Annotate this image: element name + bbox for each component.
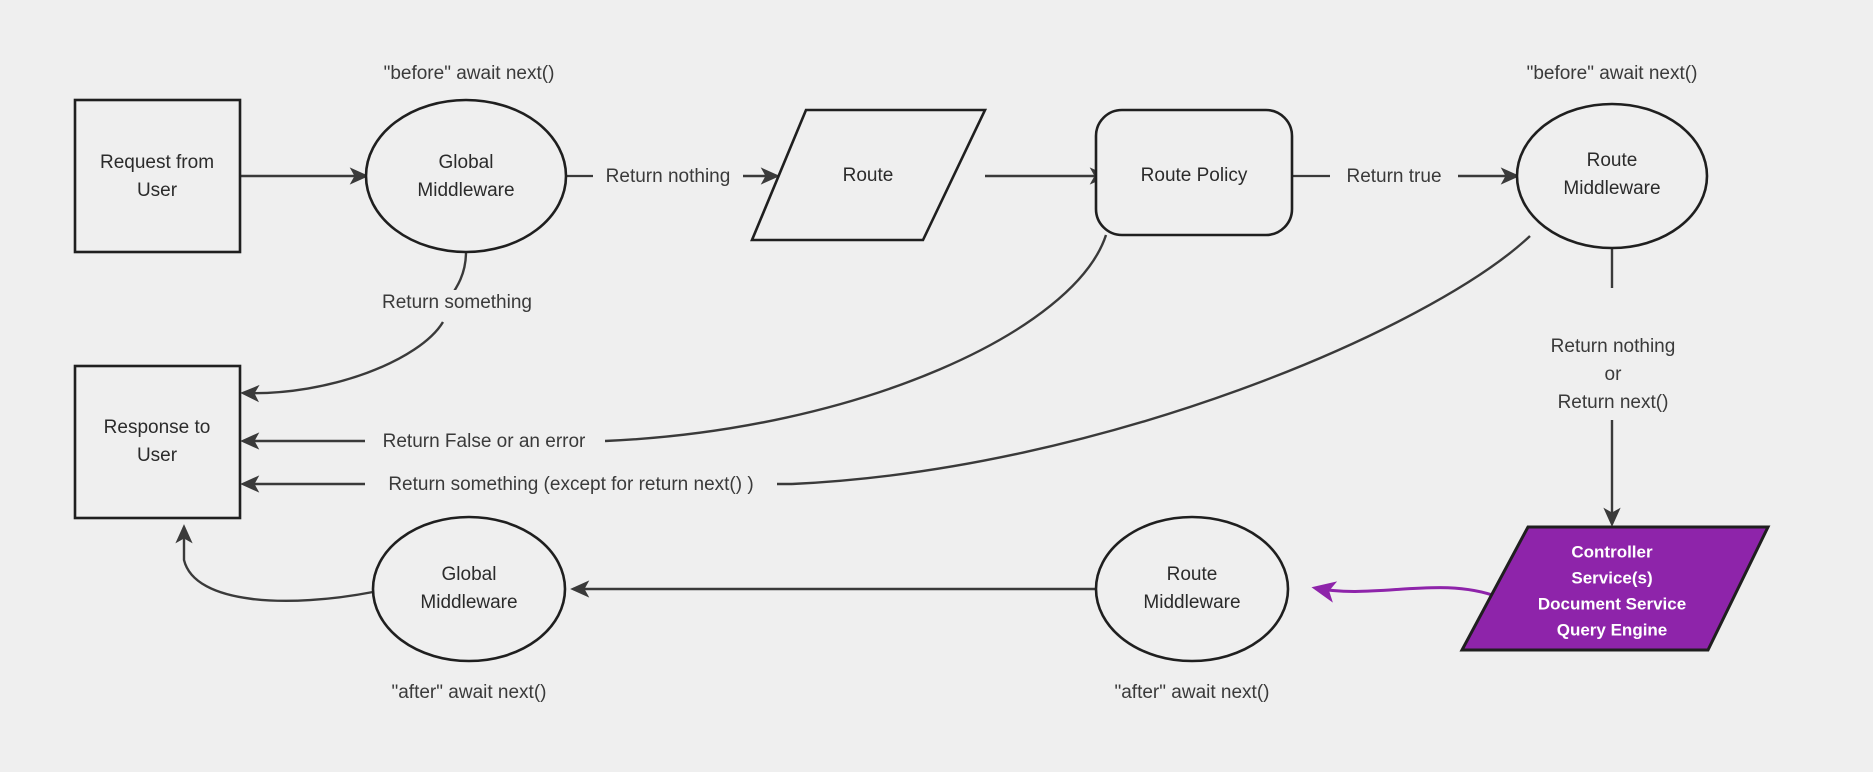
node-route-policy-label: Route Policy — [1141, 165, 1248, 186]
label-bg-return-false — [365, 428, 605, 454]
edge-label-return-nothing-or-next-line2: or — [1605, 364, 1623, 385]
node-controller-services-line2: Service(s) — [1571, 568, 1652, 587]
node-controller-services-line4: Query Engine — [1557, 620, 1668, 639]
node-global-middleware-bottom[interactable] — [371, 515, 567, 663]
node-global-middleware-top-line2: Middleware — [417, 180, 514, 201]
edge-label-return-something-except: Return something (except for return next… — [388, 474, 753, 495]
node-route-middleware-bottom-line1: Route — [1167, 564, 1218, 585]
node-response-to-user-line1: Response to — [104, 417, 211, 438]
edge-label-return-something: Return something — [382, 292, 532, 313]
node-route-middleware-bottom-line2: Middleware — [1143, 592, 1240, 613]
node-route[interactable] — [750, 108, 988, 242]
node-request-from-user-line2: User — [137, 180, 178, 201]
edge-controller-to-route-middleware-purple — [1311, 581, 1499, 603]
label-bg-return-true — [1330, 163, 1458, 189]
node-controller-services-line3: Document Service — [1538, 594, 1686, 613]
node-route-middleware-bottom[interactable] — [1094, 515, 1290, 663]
label-bg-return-something-except — [365, 471, 777, 497]
edge-label-return-nothing: Return nothing — [606, 166, 731, 187]
annotation-before-await-next-right: "before" await next() — [1527, 63, 1698, 84]
node-route-middleware-top-line1: Route — [1587, 150, 1638, 171]
edge-policy-false-curve — [604, 234, 1108, 443]
node-response-to-user-line2: User — [137, 445, 178, 466]
node-route-middleware-top[interactable] — [1515, 102, 1709, 250]
edge-label-return-true: Return true — [1346, 166, 1441, 187]
node-response-to-user[interactable] — [73, 364, 242, 520]
node-controller-services-line1: Controller — [1571, 542, 1653, 561]
node-global-middleware-top[interactable] — [364, 98, 568, 254]
node-route-label: Route — [843, 165, 894, 186]
node-global-middleware-top-line1: Global — [439, 152, 494, 173]
annotation-after-await-next-right: "after" await next() — [1115, 682, 1270, 703]
node-controller-services[interactable] — [1459, 525, 1771, 652]
edge-label-return-nothing-or-next-line1: Return nothing — [1551, 336, 1676, 357]
label-bg-return-something — [364, 290, 544, 316]
label-bg-return-nothing — [593, 163, 743, 189]
annotation-before-await-next-left: "before" await next() — [384, 63, 555, 84]
node-route-middleware-top-line2: Middleware — [1563, 178, 1660, 199]
edge-rmw-something-curve — [791, 235, 1531, 486]
node-request-from-user[interactable] — [73, 98, 242, 254]
node-request-from-user-line1: Request from — [100, 152, 214, 173]
edge-return-something-to-response — [240, 321, 445, 403]
annotation-after-await-next-left: "after" await next() — [392, 682, 547, 703]
label-bg-return-nothing-or-next — [1528, 332, 1700, 418]
edge-label-return-nothing-or-next-line3: Return next() — [1558, 392, 1669, 413]
edge-label-return-false-or-error: Return False or an error — [383, 431, 586, 452]
node-route-policy[interactable] — [1094, 108, 1294, 237]
node-global-middleware-bottom-line2: Middleware — [420, 592, 517, 613]
edge-global-mw-bottom-to-response — [175, 524, 374, 602]
node-global-middleware-bottom-line1: Global — [442, 564, 497, 585]
